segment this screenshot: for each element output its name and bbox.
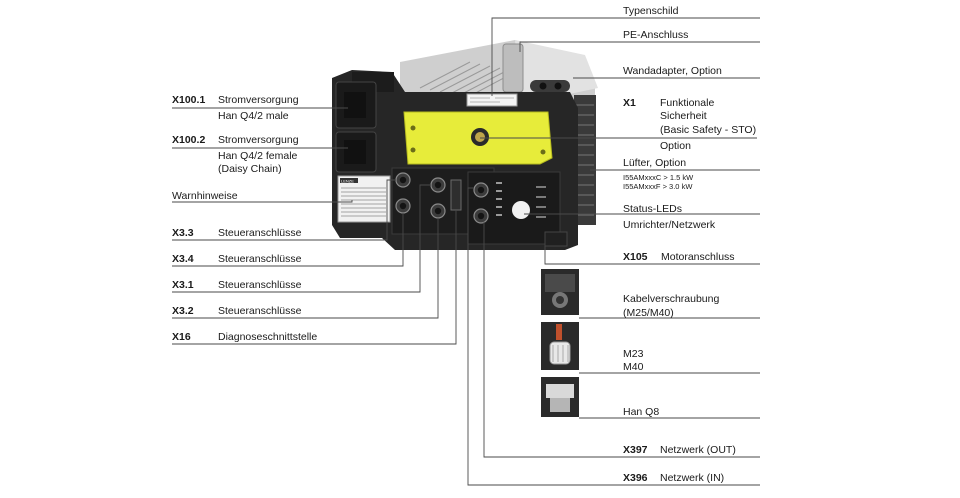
label-x16: Diagnoseschnittstelle	[218, 331, 317, 343]
label-code-x3-2: X3.2	[172, 305, 194, 317]
label-pe-anschluss: PE-Anschluss	[623, 29, 688, 41]
power-connector-x100-2	[335, 131, 377, 173]
status-led-window	[512, 201, 530, 219]
label-code-x3-1: X3.1	[172, 279, 194, 291]
label-x3-2: Steueranschlüsse	[218, 305, 302, 317]
connector-x3-4	[395, 198, 411, 214]
label-code-x396: X396	[623, 472, 648, 484]
label-x100-1-line2: Han Q4/2 male	[218, 110, 289, 122]
label-code-x105: X105	[623, 251, 648, 263]
label-code-x100-1: X100.1	[172, 94, 205, 106]
label-m40: M40	[623, 361, 644, 373]
label-typenschild: Typenschild	[623, 5, 679, 17]
label-x100-1-line1: Stromversorgung	[218, 94, 299, 106]
label-x3-3: Steueranschlüsse	[218, 227, 302, 239]
label-warnhinweise: Warnhinweise	[172, 190, 238, 202]
connector-x3-2	[430, 203, 446, 219]
label-code-x3-4: X3.4	[172, 253, 194, 265]
label-luefter: Lüfter, Option	[623, 157, 686, 169]
label-status-line1: Status-LEDs	[623, 203, 682, 215]
motor-connector-x105	[544, 231, 568, 247]
label-x396: Netzwerk (IN)	[660, 472, 724, 484]
label-code-x16: X16	[172, 331, 191, 343]
connector-x3-3	[395, 172, 411, 188]
label-code-x1: X1	[623, 97, 636, 109]
label-luefter-small-1: I55AMxxxC > 1.5 kW	[623, 173, 694, 182]
thumb-m23-m40	[541, 322, 579, 370]
label-status-line2: Umrichter/Netzwerk	[623, 219, 716, 231]
label-han-q8: Han Q8	[623, 406, 659, 418]
connector-x3-1	[430, 177, 446, 193]
label-kabel-line1: Kabelverschraubung	[623, 293, 719, 305]
fan	[574, 95, 596, 225]
label-code-x100-2: X100.2	[172, 134, 205, 146]
label-x397: Netzwerk (OUT)	[660, 444, 736, 456]
power-connector-x100-1	[335, 81, 377, 129]
label-x100-2-line1: Stromversorgung	[218, 134, 299, 146]
label-x1-line3: (Basic Safety - STO)	[660, 124, 756, 136]
left-labels: X100.1 Stromversorgung Han Q4/2 male X10…	[172, 94, 317, 343]
label-x1-line4: Option	[660, 140, 691, 152]
label-x3-4: Steueranschlüsse	[218, 253, 302, 265]
connector-x396	[473, 208, 489, 224]
label-m23: M23	[623, 348, 644, 360]
label-x1-line2: Sicherheit	[660, 110, 707, 122]
label-code-x397: X397	[623, 444, 648, 456]
label-x100-2-line2: Han Q4/2 female	[218, 150, 298, 162]
label-code-x3-3: X3.3	[172, 227, 194, 239]
label-luefter-small-2: I55AMxxxF > 3.0 kW	[623, 182, 693, 191]
label-x3-1: Steueranschlüsse	[218, 279, 302, 291]
label-x105: Motoranschluss	[661, 251, 735, 263]
label-kabel-line2: (M25/M40)	[623, 307, 674, 319]
brand-mark: LENZE	[341, 179, 354, 184]
thumb-cable-gland	[541, 269, 579, 315]
right-labels: Typenschild PE-Anschluss Wandadapter, Op…	[623, 5, 756, 484]
label-wandadapter: Wandadapter, Option	[623, 65, 722, 77]
thumb-han-q8	[541, 377, 579, 417]
label-x1-line1: Funktionale	[660, 97, 714, 109]
connector-x16	[450, 179, 462, 211]
label-x100-2-line3: (Daisy Chain)	[218, 163, 282, 175]
warning-label: LENZE	[337, 175, 391, 223]
connector-x397	[473, 182, 489, 198]
device-illustration: LENZE	[332, 40, 598, 250]
safety-cover-yellow	[403, 111, 553, 165]
leader-lines	[172, 17, 760, 486]
